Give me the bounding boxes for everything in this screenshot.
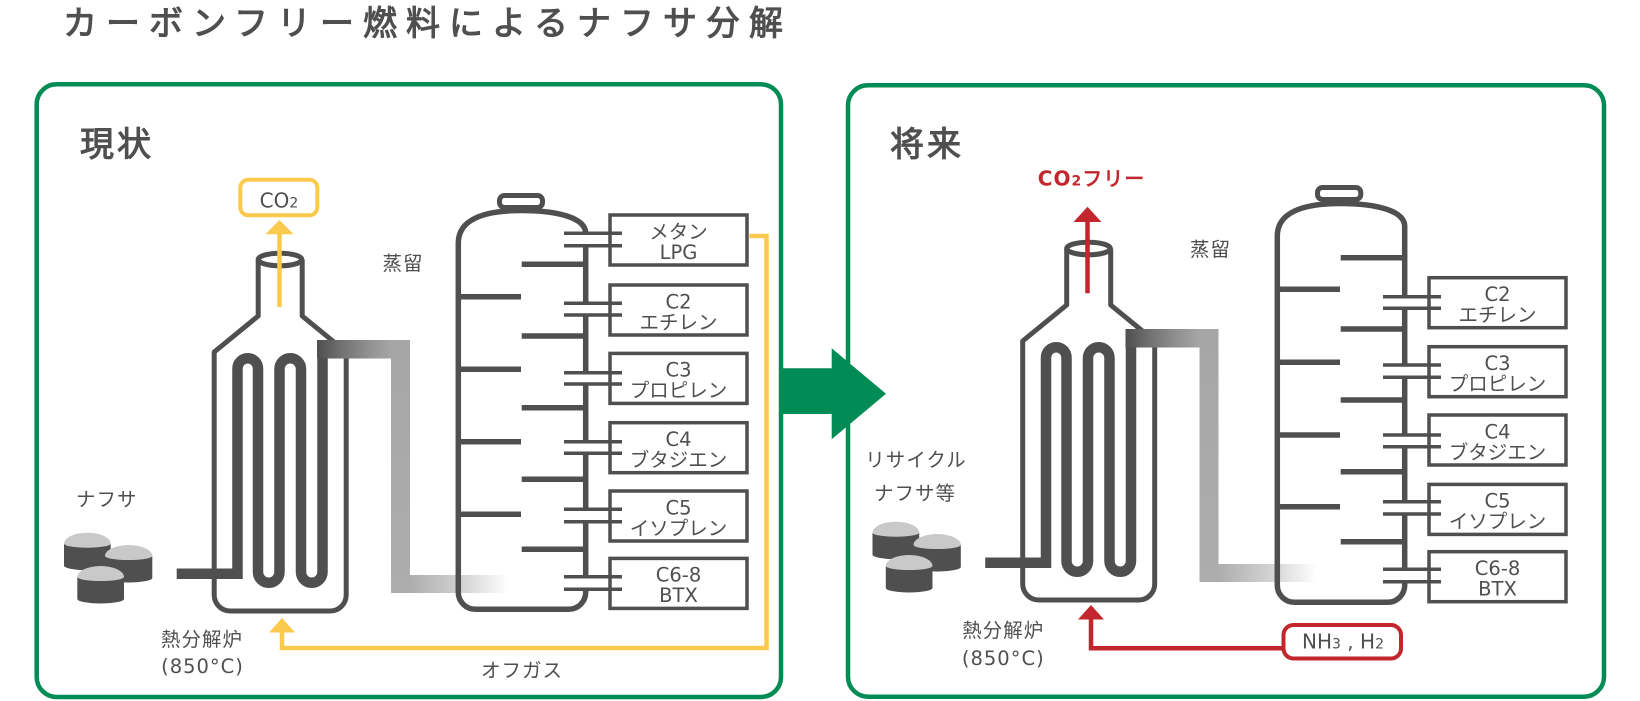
future-heading: 将来 bbox=[890, 125, 964, 165]
product-name: C2 bbox=[665, 290, 691, 313]
product-detail: イソプレン bbox=[1449, 510, 1547, 533]
co2-badge bbox=[238, 177, 320, 218]
cracking-furnace-icon bbox=[873, 242, 1317, 600]
product-detail: エチレン bbox=[639, 311, 717, 334]
arrow-up-icon bbox=[265, 220, 294, 235]
arrow-up-icon bbox=[269, 618, 295, 633]
feedstock-label-line2: ナフサ等 bbox=[874, 482, 956, 505]
product-box: C5 イソプレン bbox=[1383, 482, 1568, 537]
product-box: C3 プロピレン bbox=[564, 351, 749, 406]
product-name: C6-8 bbox=[1475, 557, 1520, 580]
arrow-up-icon bbox=[1078, 605, 1104, 620]
furnace-label: 熱分解炉 bbox=[161, 628, 243, 651]
arrow-right-icon bbox=[781, 348, 886, 440]
co2-formula: CO bbox=[260, 189, 290, 213]
co2-subscript: 2 bbox=[1071, 174, 1082, 190]
future-process-unit bbox=[873, 242, 1317, 600]
product-box: C2 エチレン bbox=[564, 283, 749, 337]
product-detail: LPG bbox=[660, 241, 698, 264]
fuel-separator: , bbox=[1341, 630, 1360, 654]
furnace-label: 熱分解炉 bbox=[962, 619, 1044, 642]
current-heading: 現状 bbox=[80, 125, 154, 165]
distillation-label: 蒸留 bbox=[383, 252, 424, 275]
fuel-hydrogen-subscript: 2 bbox=[1375, 637, 1384, 653]
product-detail: BTX bbox=[1478, 578, 1517, 601]
furnace-temperature: (850°C) bbox=[161, 655, 244, 678]
feedstock-label-line1: リサイクル bbox=[865, 449, 967, 472]
product-box: C4 ブタジエン bbox=[1383, 413, 1568, 467]
product-name: C2 bbox=[1484, 283, 1510, 306]
fuel-badge bbox=[1281, 623, 1403, 661]
fuel-hydrogen: H bbox=[1360, 630, 1375, 654]
offgas-return-arrow bbox=[269, 233, 769, 651]
co2-formula: CO bbox=[1038, 167, 1072, 191]
co2-free-suffix: フリー bbox=[1082, 167, 1145, 191]
fuel-ammonia-subscript: 3 bbox=[1332, 637, 1341, 653]
product-box: C6-8 BTX bbox=[564, 556, 749, 611]
current-process-unit bbox=[64, 253, 508, 611]
distillation-column-icon bbox=[455, 193, 589, 613]
product-detail: エチレン bbox=[1458, 304, 1536, 327]
product-name: C3 bbox=[665, 359, 691, 382]
arrow-up-icon bbox=[1073, 206, 1102, 222]
product-box: C3 プロピレン bbox=[1383, 344, 1568, 399]
page-title: カーボンフリー燃料によるナフサ分解 bbox=[63, 4, 792, 44]
co2-free-arrow bbox=[1073, 206, 1102, 294]
product-detail: ブタジエン bbox=[630, 449, 728, 472]
future-panel: 将来 CO2フリー リサイクル ナフサ等 熱分解炉 (850°C) 蒸留 bbox=[845, 83, 1607, 699]
product-detail: イソプレン bbox=[630, 517, 728, 540]
product-box: メタン LPG bbox=[564, 213, 749, 267]
co2-badge-label: CO2 bbox=[260, 189, 299, 213]
product-detail: BTX bbox=[659, 584, 698, 607]
co2-subscript: 2 bbox=[289, 196, 298, 212]
co2-free-label: CO2フリー bbox=[1038, 167, 1145, 191]
product-name: C6-8 bbox=[656, 564, 701, 587]
feedstock-label: ナフサ bbox=[76, 488, 138, 511]
product-box: C2 エチレン bbox=[1383, 275, 1568, 330]
product-name: C3 bbox=[1484, 352, 1510, 375]
product-name: C4 bbox=[1484, 420, 1510, 443]
product-name: メタン bbox=[649, 220, 708, 243]
product-detail: プロピレン bbox=[630, 379, 728, 402]
cracking-furnace-icon bbox=[64, 253, 508, 611]
fuel-badge-label: NH3 , H2 bbox=[1302, 630, 1384, 654]
product-name: C4 bbox=[665, 428, 691, 451]
product-detail: プロピレン bbox=[1449, 373, 1547, 396]
distillation-column-icon bbox=[1274, 185, 1408, 606]
product-box: C5 イソプレン bbox=[564, 489, 749, 543]
furnace-temperature: (850°C) bbox=[962, 647, 1045, 670]
fuel-ammonia: NH bbox=[1302, 630, 1332, 654]
distillation-label: 蒸留 bbox=[1190, 238, 1231, 261]
offgas-label: オフガス bbox=[481, 659, 563, 682]
product-detail: ブタジエン bbox=[1449, 441, 1547, 464]
product-name: C5 bbox=[665, 496, 691, 519]
product-box: C4 ブタジエン bbox=[564, 420, 749, 475]
fuel-supply-arrow bbox=[1078, 605, 1284, 651]
co2-emission-arrow bbox=[265, 220, 294, 307]
current-panel: 現状 CO2 ナフサ 熱分解炉 (850°C) 蒸留 bbox=[34, 82, 784, 700]
product-box: C6-8 BTX bbox=[1383, 549, 1568, 604]
product-name: C5 bbox=[1484, 490, 1510, 513]
